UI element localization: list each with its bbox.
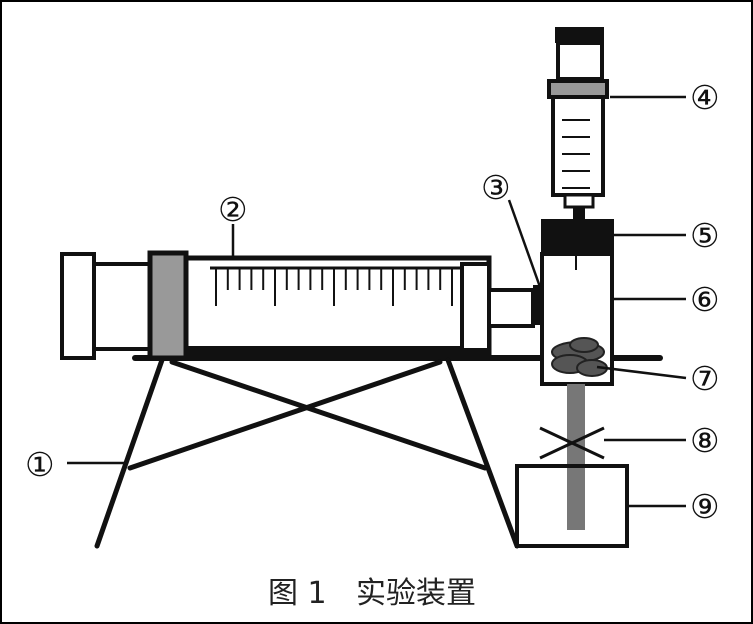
syringe-nozzle xyxy=(487,288,535,328)
syringe-barrel xyxy=(183,255,492,357)
vertical-syringe-tip xyxy=(563,193,595,209)
vertical-syringe-needle xyxy=(573,207,585,219)
rubber-stopper xyxy=(541,219,614,254)
vertical-scale-ticks xyxy=(562,119,590,189)
leader-line-7 xyxy=(596,365,687,380)
vertical-plunger-seal xyxy=(547,79,609,99)
leader-line-3 xyxy=(507,199,542,288)
label-5: ⑤ xyxy=(690,216,720,255)
horizontal-syringe xyxy=(60,250,550,361)
label-7: ⑦ xyxy=(690,359,720,398)
label-3: ③ xyxy=(481,168,511,207)
label-4: ④ xyxy=(690,78,720,117)
syringe-barrel-end xyxy=(460,262,491,352)
rubber-plunger-seal xyxy=(147,250,189,361)
stand-leg-right xyxy=(445,357,520,549)
plunger-handle xyxy=(60,252,96,360)
label-6: ⑥ xyxy=(690,280,720,319)
filter-medium xyxy=(551,337,608,377)
label-9: ⑨ xyxy=(690,487,720,526)
label-8: ⑧ xyxy=(690,421,720,460)
outlet-tube xyxy=(567,384,585,530)
pinch-clamp xyxy=(539,426,605,460)
stand-cross-bar-2 xyxy=(127,359,443,471)
label-2: ② xyxy=(218,190,248,229)
stand-cross-bar-1 xyxy=(169,359,488,471)
plunger-rod xyxy=(92,262,152,351)
vertical-plunger-rod xyxy=(556,41,604,81)
leader-lines xyxy=(67,95,687,508)
vertical-syringe-barrel xyxy=(551,95,605,197)
syringe-barrel-base xyxy=(186,346,489,356)
vertical-syringe xyxy=(547,27,609,219)
syringe-scale-ticks xyxy=(215,268,453,306)
figure-title: 实验装置 xyxy=(356,576,476,611)
stand-leg-left xyxy=(94,357,165,549)
figure-number: 图 1 xyxy=(268,576,327,611)
label-1: ① xyxy=(25,445,55,484)
vertical-plunger-cap xyxy=(555,27,604,43)
